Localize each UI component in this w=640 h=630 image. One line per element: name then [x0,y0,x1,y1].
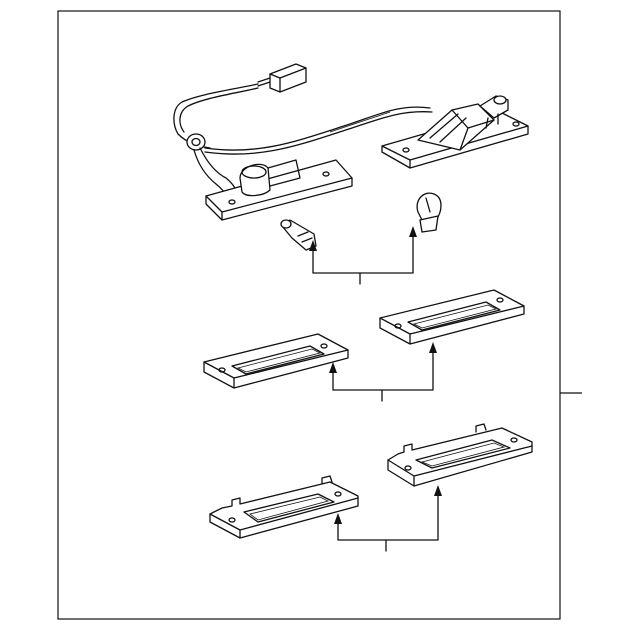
bulb-left [280,219,317,251]
callout-lens-lower [334,485,442,552]
lens-lower-left [209,475,359,539]
harness-connector [257,63,307,93]
lamp-housing-right [381,95,529,169]
lens-pair-lower [209,423,533,552]
bulb-pair [280,192,442,285]
callout-bulbs [309,226,417,285]
lens-lower-right [387,423,533,487]
lens-pair-upper [203,289,525,402]
wire-harness-assembly [173,63,529,221]
bulb-right [416,192,442,233]
lamp-housing-left [205,159,353,221]
callout-lens-upper [329,342,437,402]
harness-grommet [186,133,206,151]
lens-upper-right [379,289,525,345]
lens-upper-left [203,333,349,389]
